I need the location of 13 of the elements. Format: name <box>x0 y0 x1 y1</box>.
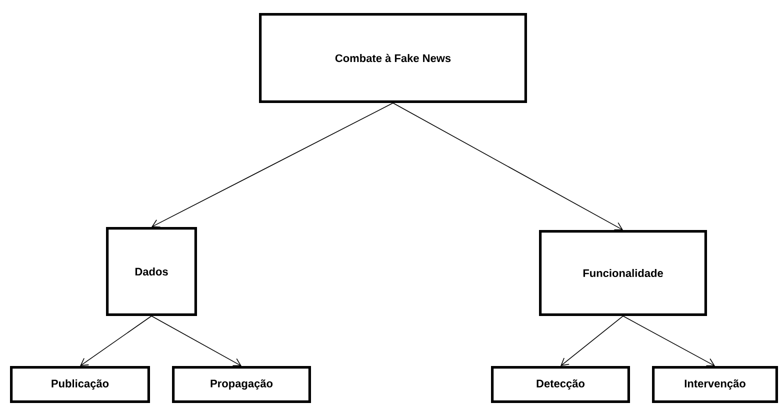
arrow <box>392 102 623 230</box>
arrow <box>151 316 242 366</box>
arrow <box>80 316 152 366</box>
arrow <box>152 102 394 228</box>
box: Funcionalidade <box>539 230 707 316</box>
arrow <box>560 316 624 366</box>
box: Dados <box>106 227 197 316</box>
box: Intervenção <box>652 366 778 403</box>
box: Propagação <box>172 366 311 403</box>
arrow <box>622 316 715 366</box>
box: Publicação <box>10 366 150 403</box>
box: Detecção <box>491 366 630 403</box>
box: Combate à Fake News <box>259 13 527 103</box>
